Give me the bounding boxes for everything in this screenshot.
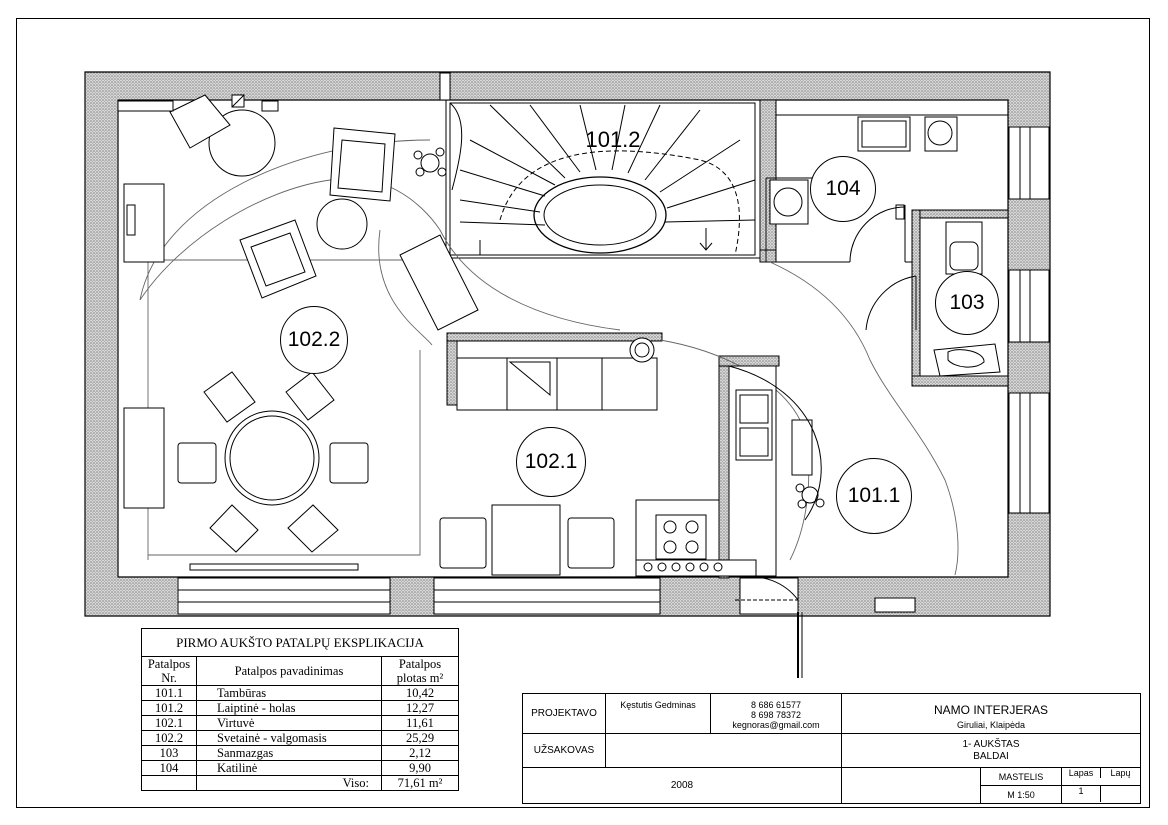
bathroom-fixtures xyxy=(865,221,1001,377)
total-row: Viso:71,61 m² xyxy=(141,775,459,791)
dining-set xyxy=(177,371,369,571)
row-nr: 101.2 xyxy=(141,700,197,716)
row-name: Katilinė xyxy=(196,760,382,776)
header-name: Patalpos pavadinimas xyxy=(196,656,382,686)
row-nr: 101.1 xyxy=(141,685,197,701)
row-name: Sanmazgas xyxy=(196,745,382,761)
room-tag-101-2: 101.2 xyxy=(585,127,641,152)
staircase xyxy=(449,102,756,256)
sheets-total xyxy=(1101,786,1141,802)
email: kegnoras@gmail.com xyxy=(732,720,820,730)
header-nr-2: Nr. xyxy=(161,671,177,685)
row-nr: 103 xyxy=(141,745,197,761)
uzsakovas-label: UŽSAKOVAS xyxy=(522,733,606,768)
exterior-walls xyxy=(84,71,1051,617)
total-value: 71,61 m² xyxy=(381,775,459,791)
kitchen-furniture xyxy=(439,337,822,577)
phone-2: 8 698 78372 xyxy=(750,710,802,720)
floor-label: 1- AUKŠTAS xyxy=(962,739,1020,750)
header-nr-1: Patalpos xyxy=(147,657,191,671)
row-area: 11,61 xyxy=(381,715,459,731)
row-name: Virtuvė xyxy=(196,715,382,731)
scale-value: M 1:50 xyxy=(980,785,1062,804)
row-nr: 104 xyxy=(141,760,197,776)
lapas-label: Lapas xyxy=(1062,768,1101,778)
header-area-1: Patalpos xyxy=(398,657,442,671)
year: 2008 xyxy=(522,767,842,804)
row-name: Svetainė - valgomasis xyxy=(196,730,382,746)
row-area: 12,27 xyxy=(381,700,459,716)
header-area-2: plotas m² xyxy=(396,671,444,685)
row-name: Laiptinė - holas xyxy=(196,700,382,716)
drawing-sheet-border xyxy=(16,18,1150,808)
row-area: 2,12 xyxy=(381,745,459,761)
phone-1: 8 686 61577 xyxy=(750,700,802,710)
explication-title: PIRMO AUKŠTO PATALPŲ EKSPLIKACIJA xyxy=(141,628,459,657)
row-nr: 102.2 xyxy=(141,730,197,746)
room-tag-102-1: 102.1 xyxy=(516,427,586,497)
sheet-title: BALDAI xyxy=(973,751,1009,762)
total-label: Viso: xyxy=(196,775,382,791)
projektavo-label: PROJEKTAVO xyxy=(522,693,606,734)
row-nr: 102.1 xyxy=(141,715,197,731)
room-tag-101-1: 101.1 xyxy=(836,458,912,534)
title-block: PROJEKTAVO Kęstutis Gedminas 8 686 61577… xyxy=(522,693,1141,804)
room-explication-table: PIRMO AUKŠTO PATALPŲ EKSPLIKACIJA Patalp… xyxy=(141,628,459,791)
windows xyxy=(177,72,1050,615)
living-furniture xyxy=(117,94,479,509)
lapu-label: Lapų xyxy=(1110,768,1131,778)
room-tag-102-2: 102.2 xyxy=(280,306,348,374)
designer-name: Kęstutis Gedminas xyxy=(605,693,711,734)
row-area: 25,29 xyxy=(381,730,459,746)
project-location: Giruliai, Klaipėda xyxy=(956,720,1026,730)
row-name: Tambūras xyxy=(196,685,382,701)
row-area: 9,90 xyxy=(381,760,459,776)
sheet-number: 1 xyxy=(1062,786,1101,802)
boiler-room-fixtures xyxy=(769,116,958,263)
room-tag-103: 103 xyxy=(935,271,999,335)
mastelis-label: MASTELIS xyxy=(980,767,1062,786)
project-title: NAMO INTERJERAS xyxy=(933,703,1048,717)
row-area: 10,42 xyxy=(381,685,459,701)
room-tag-104: 104 xyxy=(810,156,876,222)
